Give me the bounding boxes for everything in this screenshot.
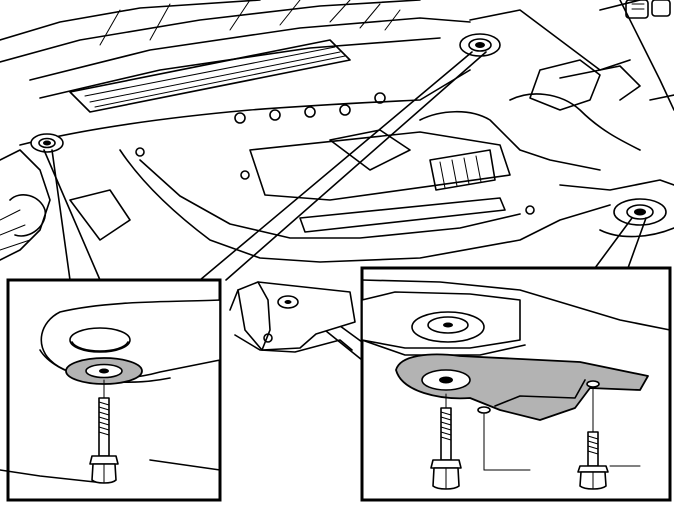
- detail-box-left: [0, 278, 222, 502]
- bolt-left: [0, 379, 119, 484]
- mount-point-right: [613, 198, 667, 226]
- bolt-bracket-small-right: [577, 387, 609, 490]
- bolt-bracket-small-left: [483, 413, 531, 471]
- mount-point-top-center: [459, 33, 501, 57]
- center-bracket: [229, 281, 356, 353]
- mount-point-left: [30, 133, 64, 153]
- bolt-bracket-main: [430, 393, 462, 490]
- gray-bracket-plate: [395, 353, 649, 421]
- left-suspension-parts: [0, 149, 131, 261]
- right-strut-area: [559, 94, 674, 238]
- top-right-cylinders: [625, 0, 671, 19]
- engine-components: [329, 0, 674, 191]
- crossmember: [135, 92, 535, 233]
- radiator-grille: [69, 39, 351, 113]
- top-panel-hatching: [99, 0, 401, 46]
- chassis-background: [0, 0, 674, 263]
- detail-box-right: [360, 266, 672, 502]
